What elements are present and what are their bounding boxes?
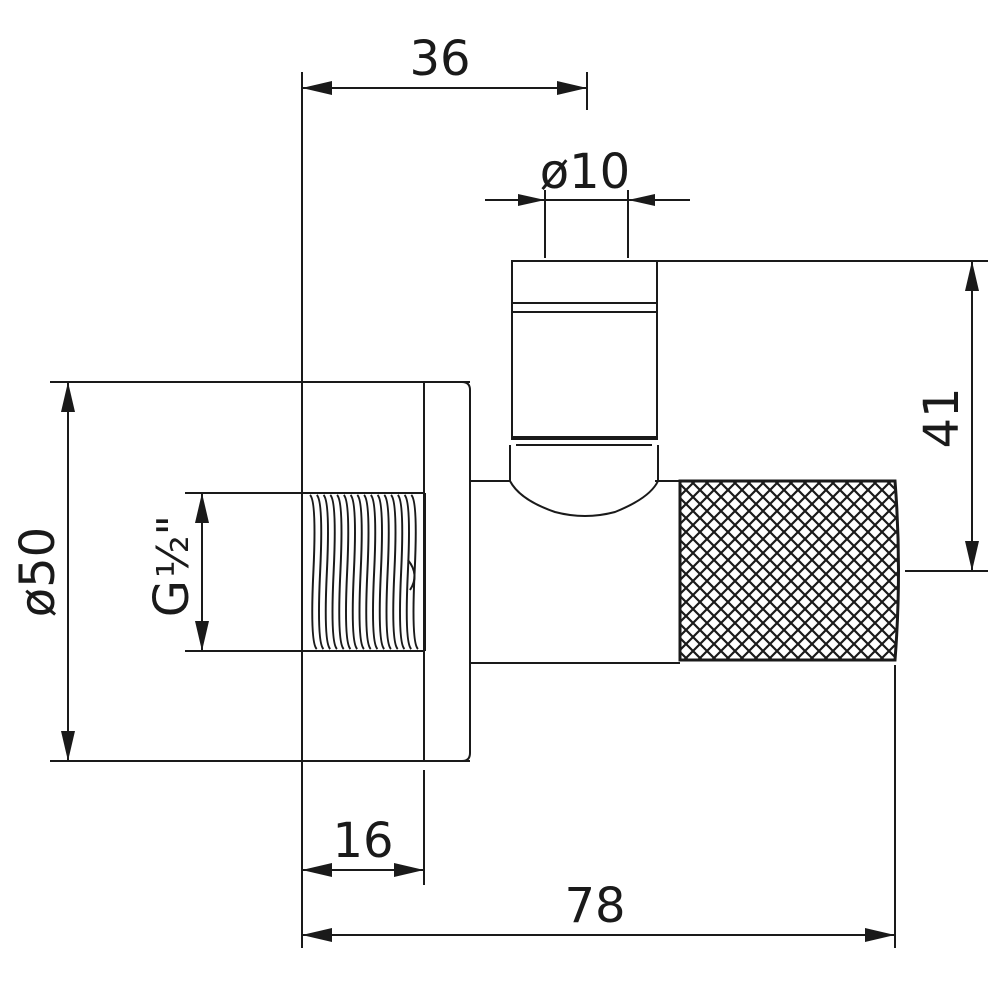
thread-root xyxy=(396,494,406,650)
thread-crest xyxy=(322,494,332,650)
extension-lines xyxy=(50,72,988,948)
dimension-41-label: 41 xyxy=(914,387,970,448)
dimension-d10: ø10 xyxy=(485,144,690,206)
dimension-16-label: 16 xyxy=(332,813,393,869)
thread-crest xyxy=(349,494,359,650)
thread-root xyxy=(315,494,325,650)
dimension-36: 36 xyxy=(302,31,587,95)
spindle-housing xyxy=(511,260,658,440)
thread-crest xyxy=(363,494,372,650)
thread-root xyxy=(383,494,392,650)
thread-crest xyxy=(376,494,386,650)
valve-body xyxy=(423,260,680,762)
thread-root xyxy=(329,494,338,650)
thread-root xyxy=(369,494,379,650)
thread-size-letter: G xyxy=(144,580,200,617)
dimension-thread-g: G ½" xyxy=(144,493,209,651)
dimension-78: 78 xyxy=(302,878,895,942)
valve-bowl xyxy=(509,445,659,517)
thread-size-fraction: ½" xyxy=(148,515,199,578)
dimension-d50-label: ø50 xyxy=(10,527,66,617)
dimension-d10-label: ø10 xyxy=(540,144,630,200)
thread-outline xyxy=(305,492,426,652)
thread-chamfer xyxy=(407,559,416,591)
thread-crest xyxy=(336,494,345,650)
knurled-handle xyxy=(678,479,900,662)
thread-crest xyxy=(390,494,399,650)
dimension-36-label: 36 xyxy=(409,31,470,87)
dimension-78-label: 78 xyxy=(564,878,625,934)
dimension-41: 41 xyxy=(914,261,979,571)
thread-root xyxy=(342,494,352,650)
thread-root xyxy=(356,494,365,650)
threaded-inlet xyxy=(305,492,426,652)
dimension-16: 16 xyxy=(302,813,424,877)
thread-crest xyxy=(309,494,318,650)
wall-rosette xyxy=(423,381,471,762)
thread-crest xyxy=(403,494,413,650)
dimension-d50: ø50 xyxy=(10,382,75,761)
